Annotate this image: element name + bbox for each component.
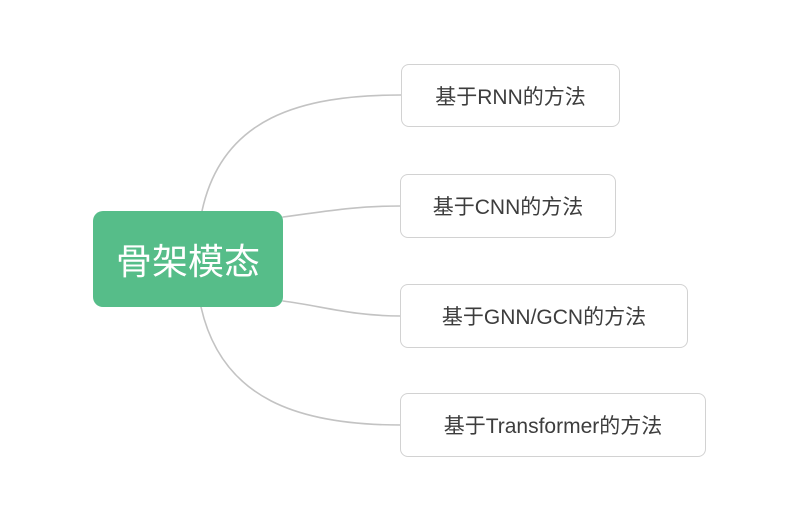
child-node-label: 基于Transformer的方法	[443, 415, 663, 438]
child-node-cnn-method[interactable]: 基于CNN的方法	[400, 174, 616, 238]
child-node-rnn-method[interactable]: 基于RNN的方法	[401, 64, 620, 127]
child-node-transformer-method[interactable]: 基于Transformer的方法	[400, 393, 706, 457]
child-node-label: 基于GNN/GCN的方法	[441, 306, 647, 329]
connector-root-to-cnn	[282, 205, 402, 218]
connector-root-to-gnn	[282, 300, 402, 317]
child-node-label: 基于RNN的方法	[435, 85, 586, 109]
root-node-skeleton-modality[interactable]: 骨架模态	[93, 211, 283, 307]
root-node-label: 骨架模态	[115, 241, 260, 282]
connector-root-to-transformer	[200, 306, 402, 426]
child-node-gnn-gcn-method[interactable]: 基于GNN/GCN的方法	[400, 284, 688, 348]
child-node-label: 基于CNN的方法	[432, 196, 584, 219]
connector-root-to-rnn	[201, 94, 402, 212]
